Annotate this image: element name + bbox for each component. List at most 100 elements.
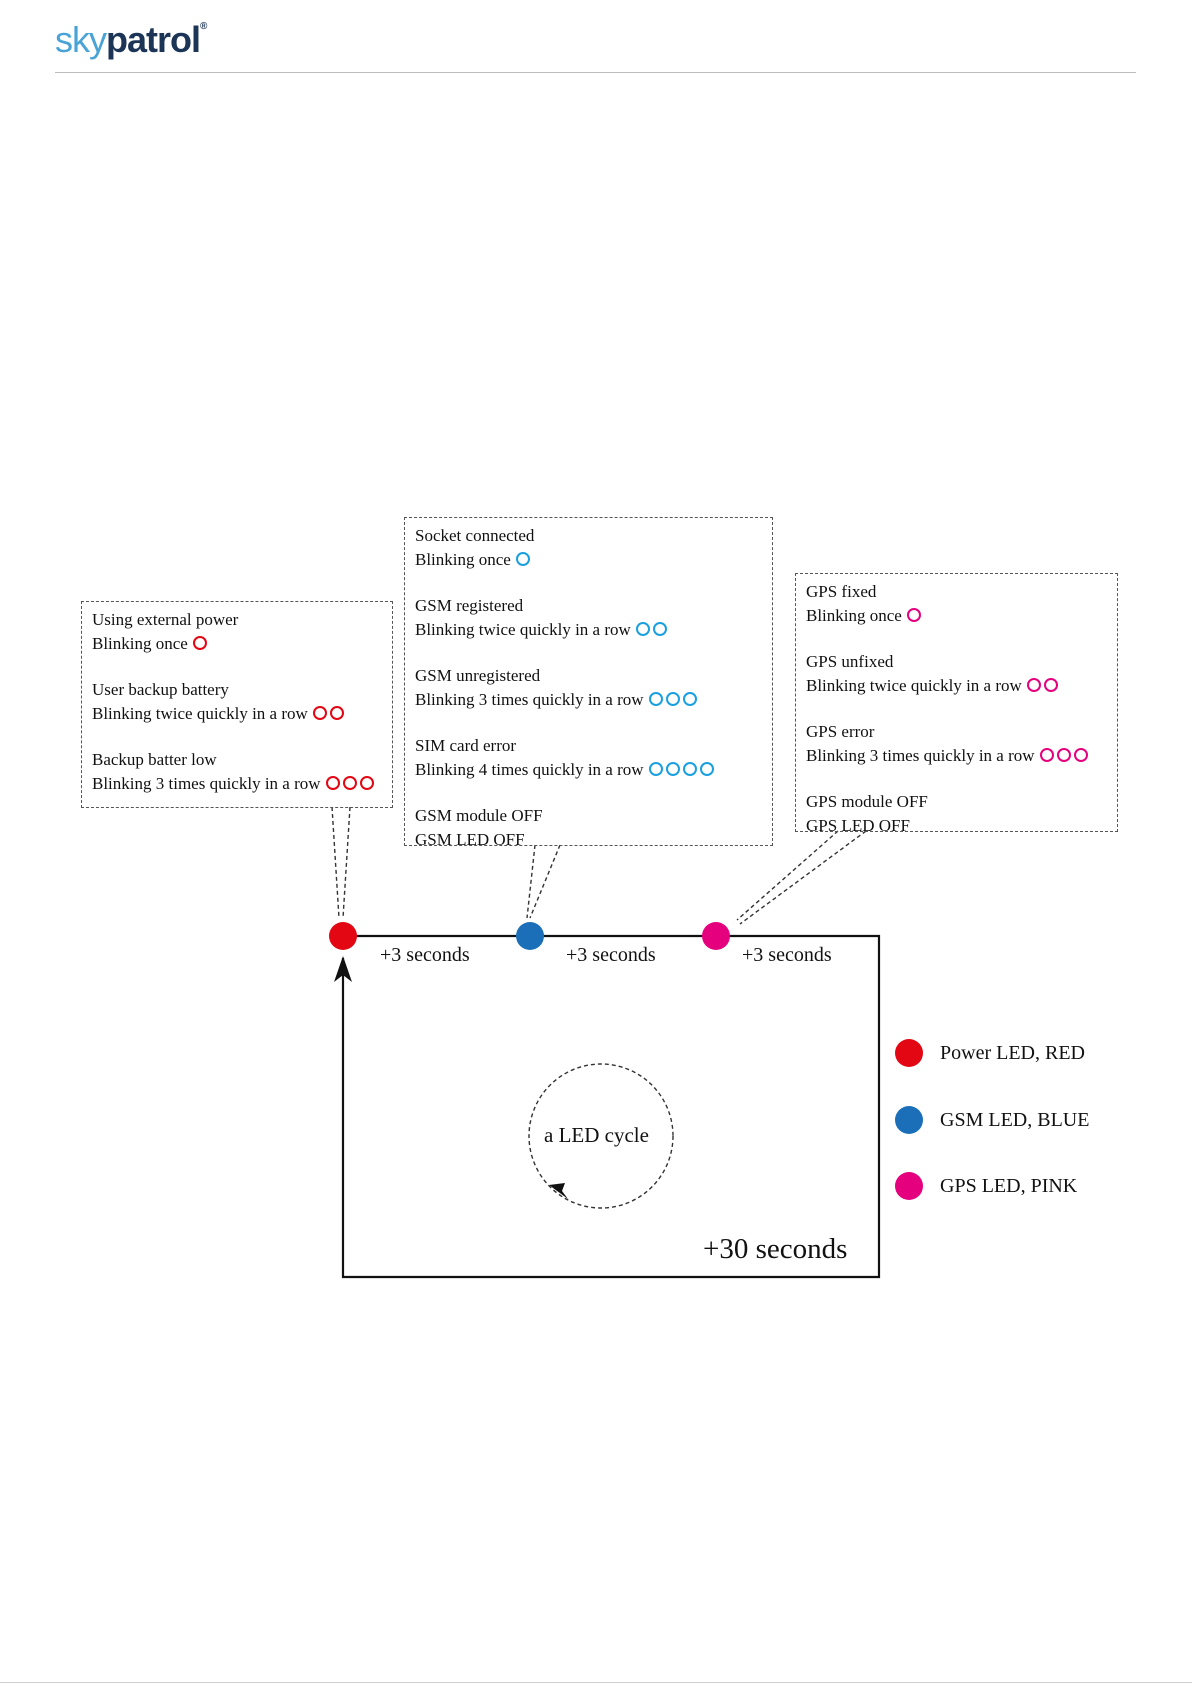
blink-ring-icon xyxy=(699,762,714,777)
gsm-leader-left xyxy=(526,844,536,919)
state-gap xyxy=(92,725,382,748)
blink-indicator xyxy=(1037,748,1088,763)
state-description-text: GPS LED OFF xyxy=(806,815,910,835)
state-description: Blinking once xyxy=(92,632,382,656)
state-description-text: GSM LED OFF xyxy=(415,829,525,849)
blink-ring-icon xyxy=(1043,678,1058,693)
blink-ring-icon xyxy=(682,692,697,707)
state-description: Blinking twice quickly in a row xyxy=(806,674,1107,698)
state-title: User backup battery xyxy=(92,680,229,699)
gps-leader-left xyxy=(736,830,839,921)
state-description-text: Blinking twice quickly in a row xyxy=(92,703,308,723)
blink-ring-icon xyxy=(665,762,680,777)
blink-indicator xyxy=(190,636,207,651)
state-gap xyxy=(415,781,762,804)
blink-indicator xyxy=(633,622,667,637)
loop-arrow-head xyxy=(334,956,352,982)
blink-ring-icon xyxy=(329,706,344,721)
blink-ring-icon xyxy=(665,692,680,707)
state-title: GPS fixed xyxy=(806,582,877,601)
blink-indicator xyxy=(310,706,344,721)
state-title: GSM unregistered xyxy=(415,666,541,685)
state-description: Blinking 4 times quickly in a row xyxy=(415,758,762,782)
state-description-text: Blinking twice quickly in a row xyxy=(415,619,631,639)
blink-ring-icon xyxy=(635,622,650,637)
state-description: Blinking 3 times quickly in a row xyxy=(92,772,382,796)
legend-gsm-label: GSM LED, BLUE xyxy=(940,1108,1090,1131)
blink-ring-icon xyxy=(1073,748,1088,763)
legend-power: Power LED, RED xyxy=(895,1039,1085,1067)
blink-indicator xyxy=(513,552,530,567)
blink-ring-icon xyxy=(682,762,697,777)
skypatrol-logo: skypatrol® xyxy=(55,19,207,60)
legend-gps-label: GPS LED, PINK xyxy=(940,1174,1078,1197)
state-description-text: Blinking once xyxy=(806,605,902,625)
blink-ring-icon xyxy=(312,706,327,721)
state-gap xyxy=(415,641,762,664)
state-description: Blinking once xyxy=(415,548,762,572)
state-title: GSM module OFF xyxy=(415,806,543,825)
state-gap xyxy=(806,767,1107,790)
page-bottom-rule xyxy=(0,1682,1192,1683)
blink-ring-icon xyxy=(325,776,340,791)
blink-ring-icon xyxy=(652,622,667,637)
state-gap xyxy=(415,571,762,594)
state-gap xyxy=(92,655,382,678)
blink-ring-icon xyxy=(648,692,663,707)
blink-ring-icon xyxy=(906,608,921,623)
blink-ring-icon xyxy=(342,776,357,791)
state-description: Blinking once xyxy=(806,604,1107,628)
logo-patrol: patrol xyxy=(106,19,201,60)
blink-ring-icon xyxy=(648,762,663,777)
blink-indicator xyxy=(323,776,374,791)
led-cycle-circle xyxy=(528,1063,674,1209)
state-title: Using external power xyxy=(92,610,239,629)
state-gap xyxy=(415,711,762,734)
state-title: GPS error xyxy=(806,722,875,741)
step-1-duration: +3 seconds xyxy=(380,944,470,966)
state-title: GPS unfixed xyxy=(806,652,894,671)
header-divider xyxy=(55,72,1136,73)
state-description-text: Blinking 3 times quickly in a row xyxy=(806,745,1035,765)
blink-ring-icon xyxy=(1026,678,1041,693)
state-description-text: Blinking 3 times quickly in a row xyxy=(92,773,321,793)
power-leader-right xyxy=(342,806,351,919)
power-leader-left xyxy=(331,806,340,919)
state-description-text: Blinking once xyxy=(415,549,511,569)
gps-led-dot xyxy=(702,922,730,950)
state-description-text: Blinking 3 times quickly in a row xyxy=(415,689,644,709)
blink-ring-icon xyxy=(515,552,530,567)
cycle-label: a LED cycle xyxy=(544,1123,649,1147)
state-description-text: Blinking once xyxy=(92,633,188,653)
legend-gsm-dot xyxy=(895,1106,923,1134)
blink-ring-icon xyxy=(192,636,207,651)
state-title: Backup batter low xyxy=(92,750,217,769)
gsm-leader-right xyxy=(529,844,561,919)
gps-leader-right xyxy=(739,830,867,925)
state-description-text: Blinking 4 times quickly in a row xyxy=(415,759,644,779)
legend-gps-dot xyxy=(895,1172,923,1200)
blink-ring-icon xyxy=(1039,748,1054,763)
state-description: Blinking twice quickly in a row xyxy=(92,702,382,726)
logo-registered-mark: ® xyxy=(200,21,207,32)
state-title: GSM registered xyxy=(415,596,524,615)
cycle-loop-path xyxy=(341,934,881,1279)
state-description: Blinking twice quickly in a row xyxy=(415,618,762,642)
state-title: GPS module OFF xyxy=(806,792,928,811)
legend-power-dot xyxy=(895,1039,923,1067)
blink-indicator xyxy=(646,762,714,777)
blink-ring-icon xyxy=(1056,748,1071,763)
legend-gsm: GSM LED, BLUE xyxy=(895,1106,1089,1134)
state-description: GSM LED OFF xyxy=(415,828,762,852)
state-description-text: Blinking twice quickly in a row xyxy=(806,675,1022,695)
step-3-duration: +3 seconds xyxy=(742,944,832,966)
step-2-duration: +3 seconds xyxy=(566,944,656,966)
loop-duration: +30 seconds xyxy=(703,1233,848,1265)
state-title: Socket connected xyxy=(415,526,535,545)
